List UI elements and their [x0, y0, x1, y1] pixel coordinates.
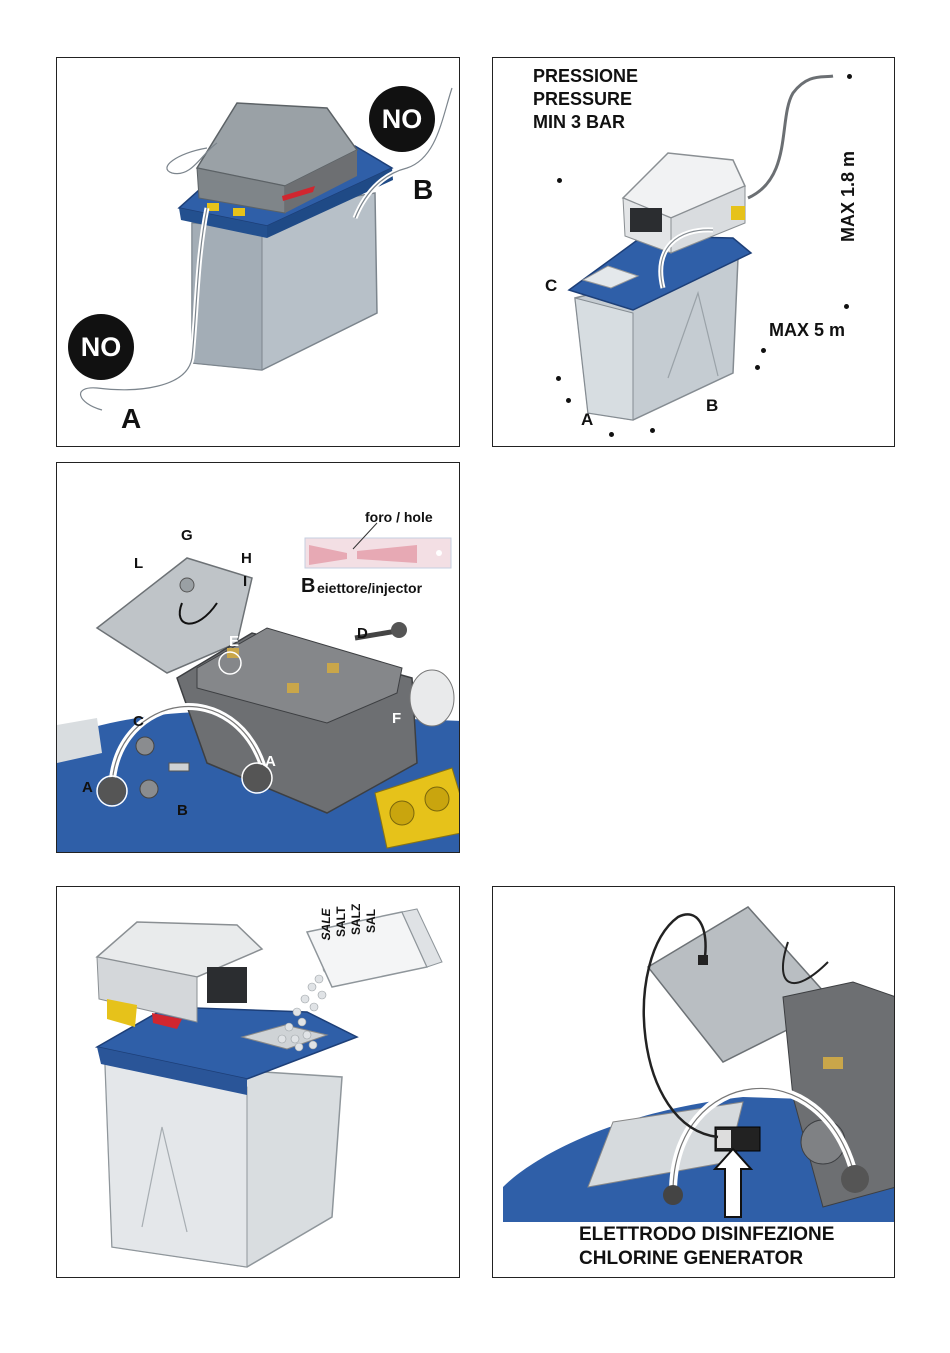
chlorine-generator-illustration	[493, 887, 895, 1278]
salt-box-text: SALE	[319, 907, 333, 941]
caption-line-2: CHLORINE GENERATOR	[579, 1248, 803, 1270]
pressure-line-1: PRESSIONE	[533, 66, 638, 87]
no-badge-left: NO	[68, 314, 134, 380]
injector-letter: B	[301, 575, 315, 598]
no-badge-top: NO	[369, 86, 435, 152]
label-a: A	[121, 403, 141, 435]
pressure-line-2: PRESSURE	[533, 89, 632, 110]
dot-marker	[755, 365, 760, 370]
salt-word: SALT	[334, 907, 348, 937]
panel-no-hose-routing: NO NO A B	[56, 57, 460, 447]
salt-box-text: SALT	[334, 907, 348, 937]
label-d: D	[357, 625, 368, 642]
salt-word: SAL	[364, 909, 378, 933]
label-a-right: A	[265, 753, 276, 770]
salt-word: SALZ	[349, 904, 363, 935]
pressure-line-3: MIN 3 BAR	[533, 112, 625, 133]
dot-marker	[650, 428, 655, 433]
dot-marker	[557, 178, 562, 183]
label-b: B	[177, 802, 188, 819]
dot-marker	[847, 74, 852, 79]
label-e: E	[229, 633, 239, 650]
salt-word: SALE	[319, 907, 333, 941]
max-length-label: MAX 5 m	[769, 320, 845, 341]
label-b: B	[706, 396, 718, 416]
salt-box-text: SALZ	[349, 904, 363, 935]
salt-box-text: SAL	[364, 909, 378, 933]
caption-line-1: ELETTRODO DISINFEZIONE	[579, 1224, 834, 1246]
label-l: L	[134, 555, 143, 572]
label-g: G	[181, 527, 193, 544]
label-a-left: A	[82, 779, 93, 796]
dot-marker	[609, 432, 614, 437]
panel-installation-limits: PRESSIONE PRESSURE MIN 3 BAR MAX 1.8 m M…	[492, 57, 895, 447]
panel-valve-components: foro / hole B eiettore/injector G H I L …	[56, 462, 460, 853]
label-f: F	[392, 710, 401, 727]
panel-salt-filling: SALE SALT SALZ SAL	[56, 886, 460, 1278]
hole-label: foro / hole	[365, 509, 433, 525]
softener-illustration-4	[57, 887, 460, 1278]
label-i: I	[243, 573, 247, 590]
dot-marker	[556, 376, 561, 381]
label-h: H	[241, 550, 252, 567]
dot-marker	[844, 304, 849, 309]
injector-label: eiettore/injector	[317, 580, 422, 596]
label-b: B	[413, 174, 433, 206]
dot-marker	[761, 348, 766, 353]
label-a: A	[581, 410, 593, 430]
panel-chlorine-generator: ELETTRODO DISINFEZIONE CHLORINE GENERATO…	[492, 886, 895, 1278]
dot-marker	[566, 398, 571, 403]
max-height-label: MAX 1.8 m	[838, 151, 859, 242]
label-c: C	[545, 276, 557, 296]
label-c: C	[133, 713, 144, 730]
